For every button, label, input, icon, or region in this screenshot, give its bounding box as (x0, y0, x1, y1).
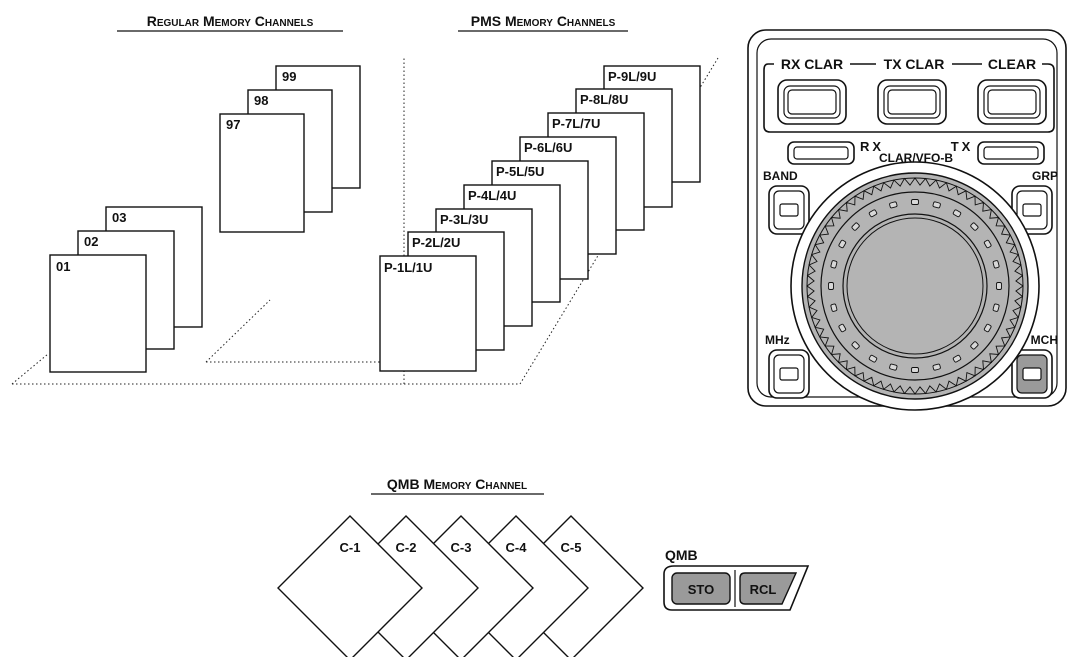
knob-finger-dimple (970, 341, 979, 350)
rcl-button[interactable]: RCL (739, 572, 798, 605)
rx-clar-label: RX CLAR (781, 56, 843, 72)
knob-finger-dimple (868, 209, 878, 218)
channel-card-97 (219, 113, 305, 233)
knob-finger-dimple (828, 282, 834, 290)
channel-label-97: 97 (226, 117, 240, 132)
knob-finger-dimple (952, 209, 962, 218)
knob-serration (806, 177, 1024, 395)
rx-label: RX (860, 139, 884, 154)
band-button[interactable] (768, 185, 810, 235)
clar-group-frame (763, 63, 1055, 133)
tx-label: TX (951, 139, 974, 154)
knob-finger-dimple (983, 323, 992, 333)
pms-label-8: P-8L/8U (580, 92, 628, 107)
knob-finger-dimple (911, 367, 919, 373)
regular-heading: Regular Memory Channels (147, 13, 314, 29)
channel-label-98: 98 (254, 93, 268, 108)
sto-label: STO (688, 582, 715, 597)
qmb-label-1: C-1 (340, 540, 361, 555)
tx-clar-button[interactable] (877, 79, 947, 125)
knob-finger-dimple (851, 222, 860, 231)
qmb-channel-stack: C-5 C-4 C-3 C-2 C-1 (277, 515, 644, 657)
channel-label-01: 01 (56, 259, 70, 274)
knob-finger-dimple (838, 323, 847, 333)
pms-heading: PMS Memory Channels (471, 13, 616, 29)
pms-label-2: P-2L/2U (412, 235, 460, 250)
qmb-card-1 (277, 515, 423, 657)
qmb-label: QMB (665, 547, 698, 563)
clar-vfo-b-label: CLAR/VFO-B (879, 151, 953, 165)
mch-button[interactable] (1011, 349, 1053, 399)
knob-finger-dimple (932, 201, 941, 209)
mhz-label: MHz (765, 333, 790, 347)
regular-channel-stack-front: 03 02 01 (49, 206, 203, 373)
knob-finger-dimple (889, 201, 898, 209)
knob-finger-dimple (970, 222, 979, 231)
qmb-heading: QMB Memory Channel (387, 476, 527, 492)
channel-card-01 (49, 254, 147, 373)
band-label: BAND (763, 169, 798, 183)
knob-finger-dimple (992, 303, 1000, 312)
rcl-label: RCL (750, 582, 777, 597)
radio-panel: RX CLAR TX CLAR CLEAR RX TX (747, 29, 1067, 411)
pms-label-3: P-3L/3U (440, 212, 488, 227)
knob-finger-dimple (983, 239, 992, 249)
knob-finger-dimple (830, 303, 838, 312)
mhz-button[interactable] (768, 349, 810, 399)
clear-button[interactable] (977, 79, 1047, 125)
rx-clar-vfo-button[interactable] (787, 141, 855, 165)
pms-channel-stack: P-9L/9U P-8L/8U P-7L/7U P-6L/6U P-5L/5U … (379, 65, 701, 372)
grp-label: GRP (1032, 169, 1058, 183)
knob-finger-dimple (838, 239, 847, 249)
pms-label-9: P-9L/9U (608, 69, 656, 84)
pms-card-1 (379, 255, 477, 372)
tx-clar-label: TX CLAR (884, 56, 945, 72)
pms-label-7: P-7L/7U (552, 116, 600, 131)
channel-label-99: 99 (282, 69, 296, 84)
clear-label: CLEAR (988, 56, 1036, 72)
pms-label-1: P-1L/1U (384, 260, 432, 275)
knob-finger-dimple (868, 354, 878, 363)
qmb-label-2: C-2 (396, 540, 417, 555)
knob-finger-dimple (830, 260, 838, 269)
tx-clar-vfo-button[interactable] (977, 141, 1045, 165)
knob-finger-dimple (932, 363, 941, 371)
knob-finger-dimple (851, 341, 860, 350)
knob-finger-dimple (996, 282, 1002, 290)
knob-finger-dimple (992, 260, 1000, 269)
qmb-label-4: C-4 (506, 540, 528, 555)
pms-label-5: P-5L/5U (496, 164, 544, 179)
mch-label: MCH (1031, 333, 1058, 347)
pms-label-6: P-6L/6U (524, 140, 572, 155)
pms-label-4: P-4L/4U (468, 188, 516, 203)
sto-button[interactable]: STO (671, 572, 731, 605)
qmb-label-5: C-5 (561, 540, 582, 555)
channel-label-02: 02 (84, 234, 98, 249)
knob-finger-dimple (911, 199, 919, 205)
rx-clar-button[interactable] (777, 79, 847, 125)
main-dial-knob[interactable] (790, 161, 1040, 411)
knob-finger-dimple (889, 363, 898, 371)
channel-label-03: 03 (112, 210, 126, 225)
knob-finger-dimple (952, 354, 962, 363)
qmb-label-3: C-3 (451, 540, 472, 555)
regular-channel-stack-back: 99 98 97 (219, 65, 361, 233)
